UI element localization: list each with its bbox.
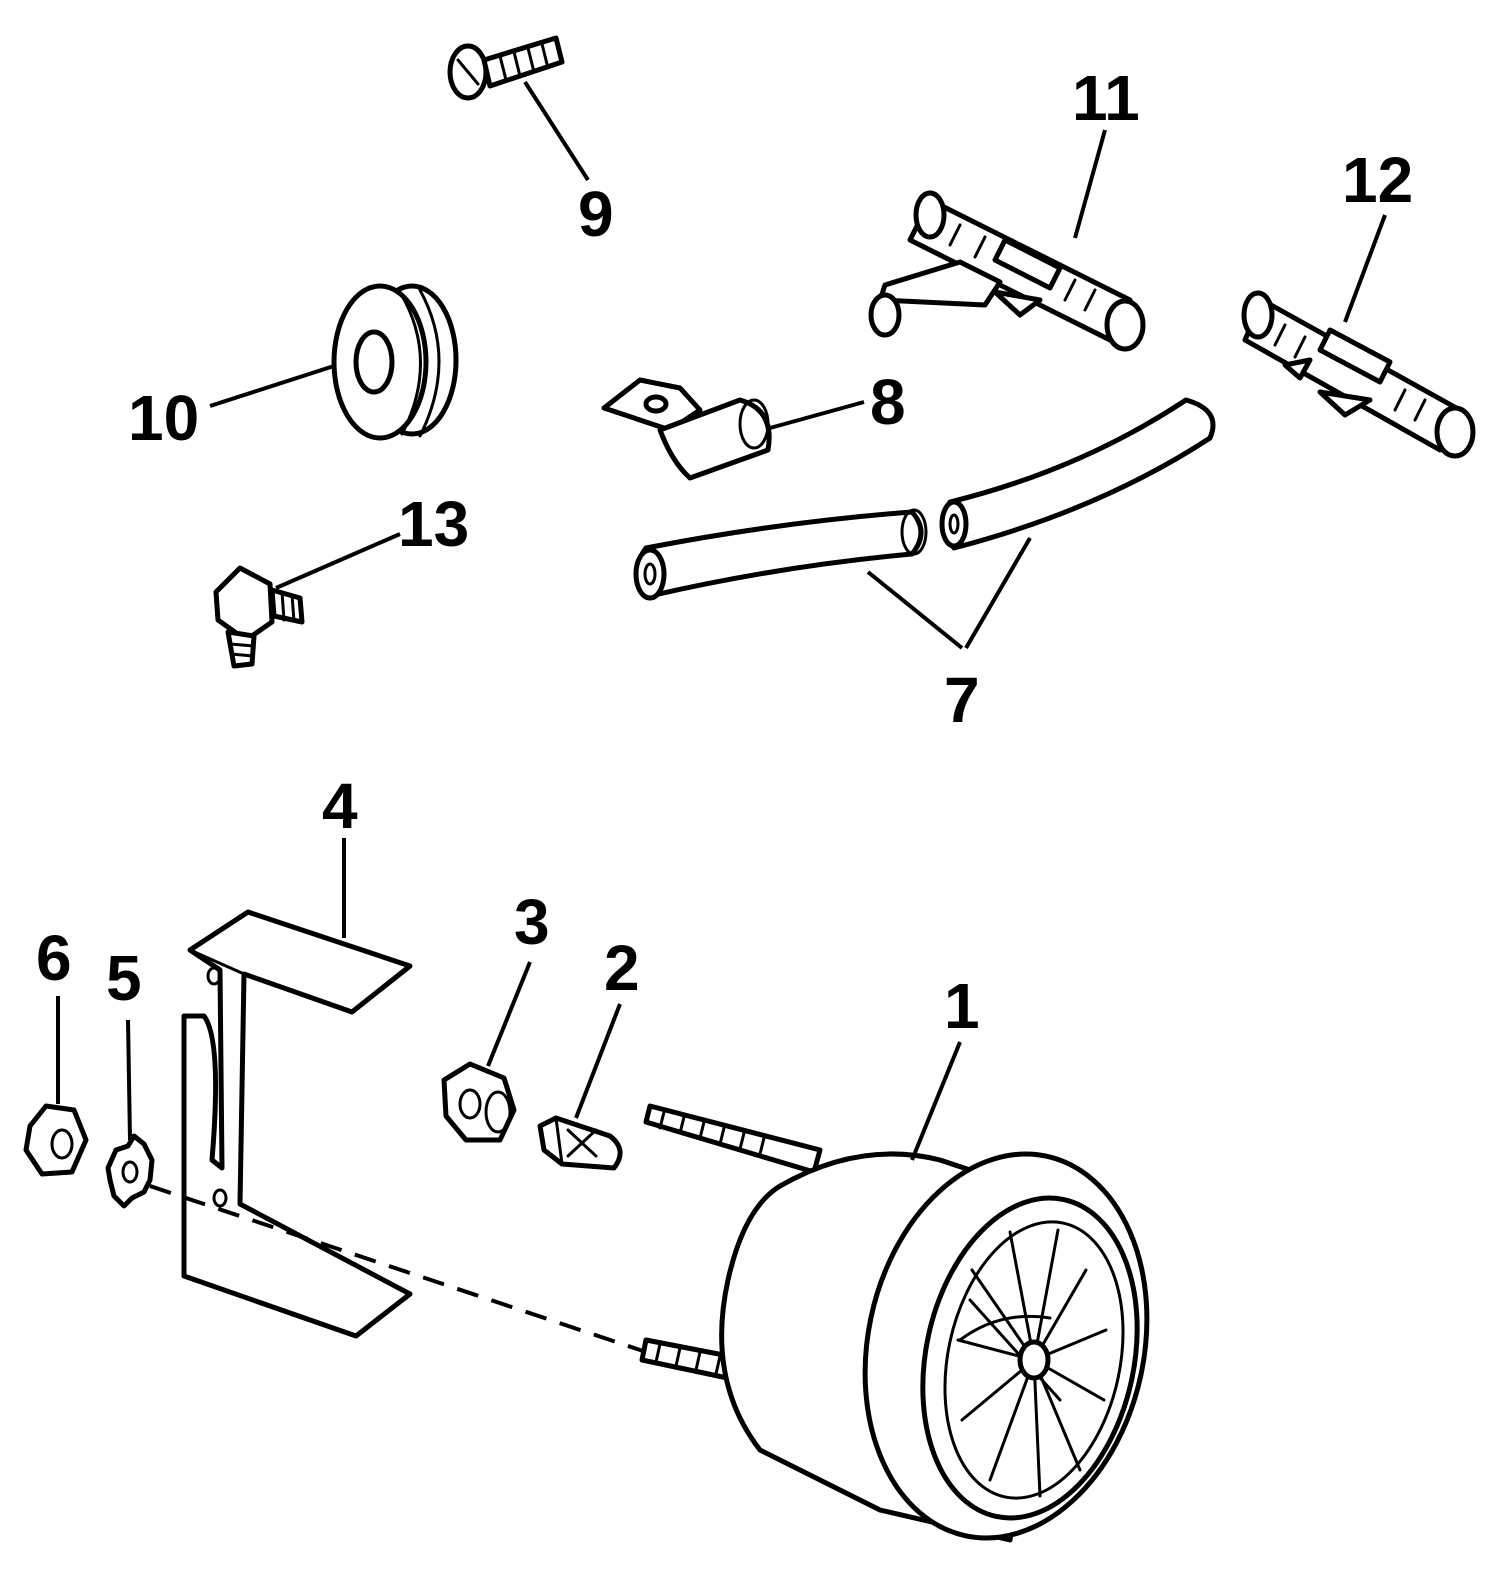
callout-8: 8 <box>870 366 906 438</box>
leader-10 <box>209 364 335 408</box>
part-11-tee-fitting <box>868 190 1146 352</box>
leader-5 <box>126 1019 132 1141</box>
part-9-screw <box>447 35 565 101</box>
leader-11 <box>1073 129 1107 239</box>
leader-12 <box>1343 214 1387 323</box>
callout-12: 12 <box>1342 144 1413 216</box>
leader-7b <box>964 536 1032 650</box>
part-7-hoses <box>633 397 1216 601</box>
callout-13: 13 <box>398 488 469 560</box>
part-12-fitting <box>1241 290 1476 459</box>
part-8-clamp <box>601 377 772 481</box>
part-2-bulb <box>537 1115 623 1171</box>
callout-5: 5 <box>106 942 142 1014</box>
part-1-gauge <box>639 1103 1150 1543</box>
part-6-nut <box>23 1103 89 1177</box>
callout-10: 10 <box>128 382 199 454</box>
leader-8 <box>769 400 865 430</box>
leader-13 <box>275 532 401 590</box>
leader-7a <box>866 570 964 650</box>
callout-1: 1 <box>944 970 980 1042</box>
part-3-bulb-socket <box>441 1061 517 1143</box>
leader-3 <box>486 961 532 1067</box>
callout-7: 7 <box>944 664 980 736</box>
part-4-bracket <box>181 909 413 1339</box>
callout-9: 9 <box>578 178 614 250</box>
callout-11: 11 <box>1072 62 1140 134</box>
callout-6: 6 <box>36 922 72 994</box>
part-10-grommet <box>331 283 459 441</box>
leader-9 <box>523 80 590 182</box>
callout-4: 4 <box>322 770 358 842</box>
assembly-dashed-line <box>149 1184 647 1354</box>
part-13-elbow-fitting <box>213 565 305 669</box>
leader-2 <box>574 1003 622 1119</box>
part-5-lock-washer <box>105 1133 155 1209</box>
leader-1 <box>910 1041 962 1161</box>
callout-3: 3 <box>514 886 550 958</box>
callout-2: 2 <box>604 932 640 1004</box>
